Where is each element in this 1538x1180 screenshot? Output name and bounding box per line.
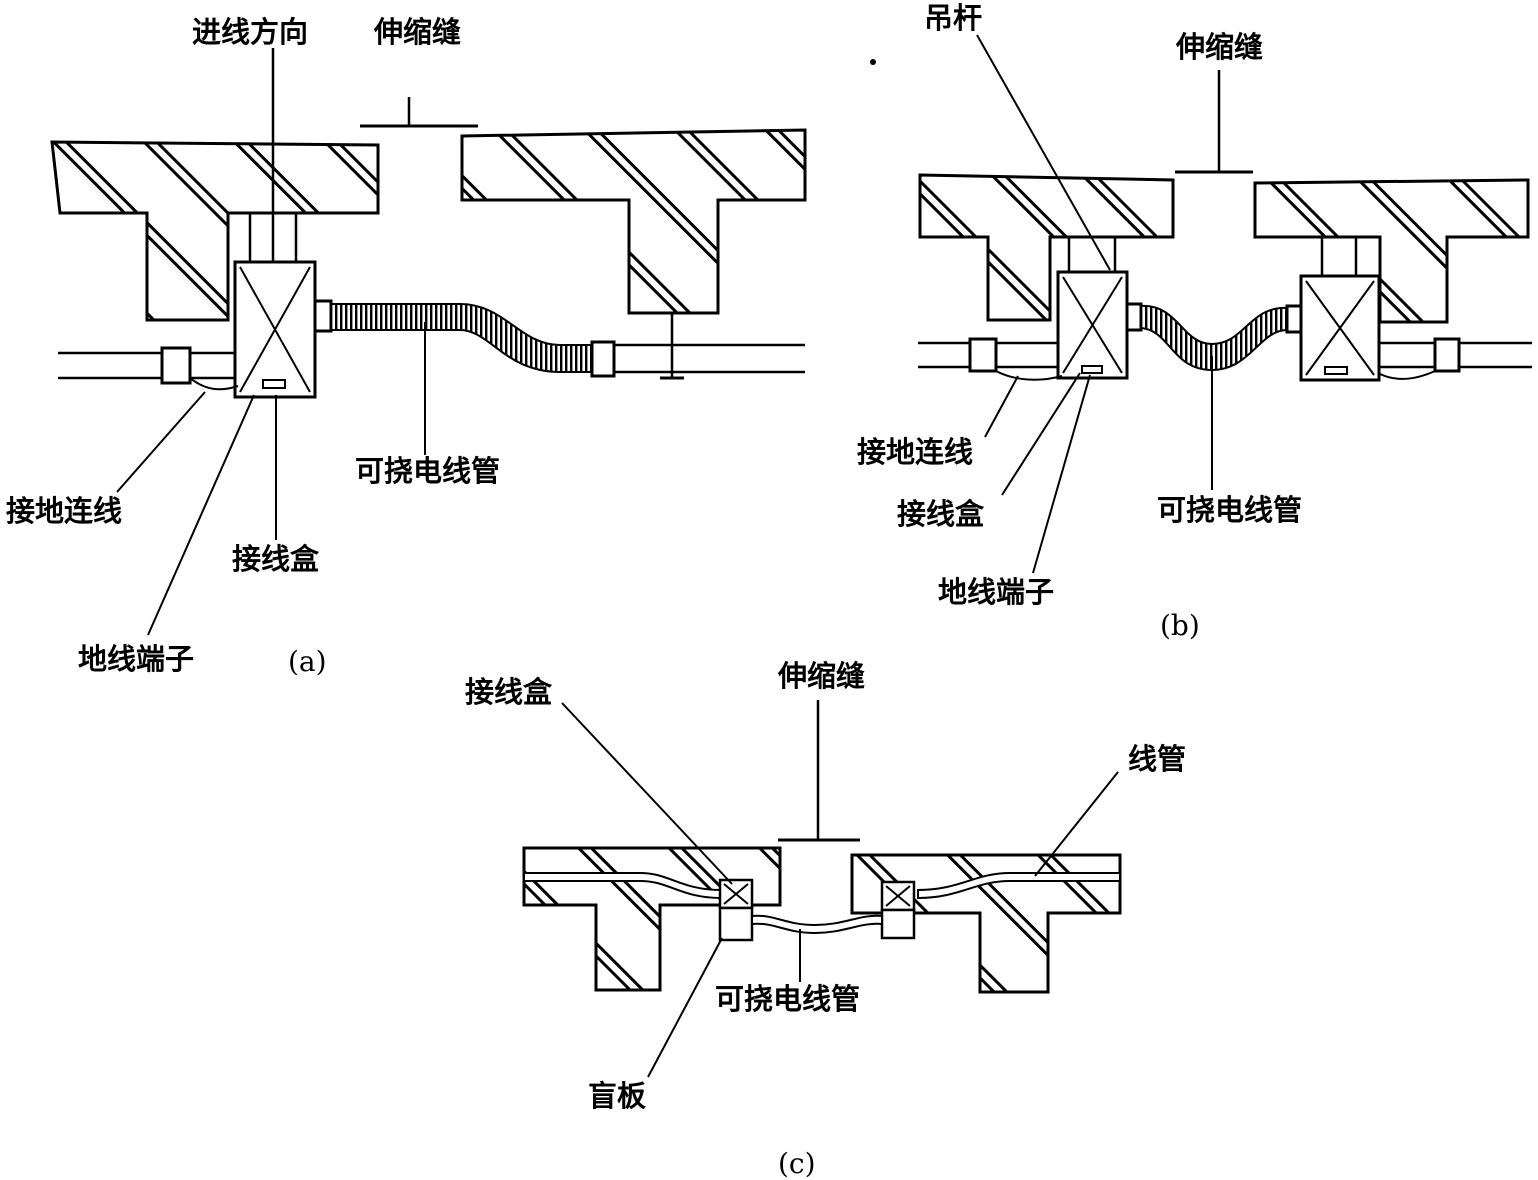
panel-b-ground-wire-label: 接地连线 [857,435,974,469]
panel-b-flexible-conduit [1140,304,1288,372]
panel-c-caption: (c) [778,1147,816,1180]
panel-c [522,700,1122,1078]
panel-b-left-slab [918,173,1175,322]
panel-c-flexible-conduit [751,914,883,935]
panel-b [918,34,1532,574]
panel-b-caption: (b) [1160,609,1200,642]
panel-a-ground-terminal [262,379,286,389]
stray-dot [870,59,876,65]
panel-c-blind-plate-label: 盲板 [588,1079,647,1113]
panel-c-expansion-joint-label: 伸缩缝 [778,659,866,693]
panel-a-right-slab [460,128,807,315]
panel-b-junction-box-label: 接线盒 [897,497,985,531]
panel-a-ground-terminal-label: 地线端子 [78,642,195,676]
panel-a-left-slab [50,140,380,322]
panel-a-feed-direction-label: 进线方向 [192,15,309,49]
panel-c-conduit-label: 线管 [1128,742,1187,776]
panel-a-flexible-conduit-label: 可挠电线管 [355,454,501,488]
panel-c-blind-plate [718,906,754,942]
panel-a-caption: (a) [288,645,327,678]
panel-c-left-slab [522,846,782,992]
panel-b-hanger-rod-label: 吊杆 [924,1,983,35]
panel-a-expansion-joint-label: 伸缩缝 [374,15,462,49]
panel-b-flexible-conduit-label: 可挠电线管 [1157,493,1303,527]
panel-b-right-slab [1253,178,1530,324]
panel-b-ground-terminal-label: 地线端子 [938,575,1055,609]
panel-a-flexible-conduit [330,303,593,373]
panel-a-junction-box-label: 接线盒 [232,542,320,576]
panel-a-ground-wire-label: 接地连线 [6,494,123,528]
panel-b-expansion-joint-label: 伸缩缝 [1176,30,1264,64]
panel-a [50,48,807,636]
panel-c-junction-box-label: 接线盒 [465,675,553,709]
panel-c-flexible-conduit-label: 可挠电线管 [715,982,861,1016]
panel-c-right-conduit [917,872,1121,900]
